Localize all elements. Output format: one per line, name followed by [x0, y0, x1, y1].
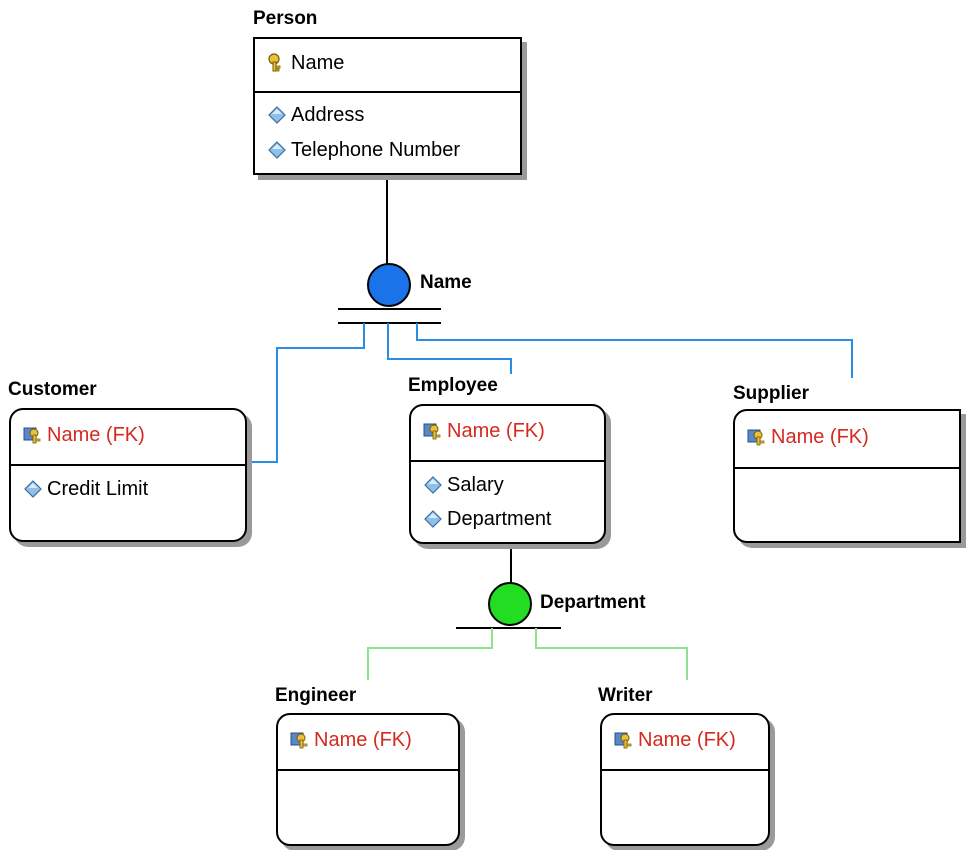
- person-attribute-label: Telephone Number: [291, 138, 460, 161]
- department-discriminator-label: Department: [540, 592, 646, 613]
- supplier-entity[interactable]: Name (FK): [733, 409, 961, 543]
- engineer-entity[interactable]: Name (FK): [276, 713, 460, 846]
- foreign-key-icon: [423, 421, 443, 441]
- connector-name-to-customer: [247, 323, 365, 463]
- employee-attribute-row[interactable]: Salary: [423, 470, 504, 500]
- person-entity[interactable]: Name Address Telephone Number: [253, 37, 522, 175]
- person-attribute-row[interactable]: Telephone Number: [267, 135, 460, 165]
- attribute-diamond-icon: [423, 509, 443, 529]
- customer-entity[interactable]: Name (FK) Credit Limit: [9, 408, 247, 542]
- employee-entity-title: Employee: [408, 375, 498, 396]
- customer-attribute-row[interactable]: Credit Limit: [23, 474, 148, 504]
- writer-entity[interactable]: Name (FK): [600, 713, 770, 846]
- customer-key-row[interactable]: Name (FK): [23, 420, 145, 450]
- foreign-key-icon: [23, 425, 43, 445]
- attribute-diamond-icon: [267, 105, 287, 125]
- person-attribute-row[interactable]: Address: [267, 100, 364, 130]
- engineer-key-label: Name (FK): [314, 728, 412, 751]
- supplier-key-label: Name (FK): [771, 425, 869, 448]
- supplier-entity-title: Supplier: [733, 383, 810, 404]
- writer-key-row[interactable]: Name (FK): [614, 725, 736, 755]
- writer-attributes-section: [602, 771, 768, 846]
- connector-department-to-engineer: [367, 628, 493, 680]
- connector-department-to-writer: [535, 628, 688, 680]
- attribute-diamond-icon: [23, 479, 43, 499]
- customer-entity-title: Customer: [8, 379, 97, 400]
- foreign-key-icon: [747, 427, 767, 447]
- engineer-entity-title: Engineer: [275, 685, 357, 706]
- foreign-key-icon: [290, 730, 310, 750]
- connector-name-to-supplier: [416, 323, 853, 378]
- employee-entity[interactable]: Name (FK) Salary Department: [409, 404, 606, 544]
- customer-attribute-label: Credit Limit: [47, 477, 149, 500]
- writer-key-label: Name (FK): [638, 728, 736, 751]
- primary-key-icon: [267, 53, 287, 73]
- writer-entity-title: Writer: [598, 685, 653, 706]
- connector-name-to-employee: [387, 323, 512, 374]
- person-entity-title: Person: [253, 8, 318, 29]
- department-discriminator-circle[interactable]: [488, 582, 532, 626]
- employee-attribute-label: Department: [447, 507, 552, 530]
- engineer-key-row[interactable]: Name (FK): [290, 725, 412, 755]
- employee-attribute-label: Salary: [447, 473, 504, 496]
- person-key-label: Name: [291, 51, 345, 74]
- supplier-attributes-section: [735, 469, 959, 543]
- name-discriminator-circle[interactable]: [367, 263, 411, 307]
- supplier-key-row[interactable]: Name (FK): [747, 422, 869, 452]
- employee-key-row[interactable]: Name (FK): [423, 416, 545, 446]
- name-discriminator-label: Name: [420, 272, 472, 293]
- employee-key-label: Name (FK): [447, 419, 545, 442]
- person-attribute-label: Address: [291, 103, 365, 126]
- customer-key-label: Name (FK): [47, 423, 145, 446]
- attribute-diamond-icon: [267, 140, 287, 160]
- person-key-row[interactable]: Name: [267, 48, 344, 78]
- attribute-diamond-icon: [423, 475, 443, 495]
- employee-attribute-row[interactable]: Department: [423, 504, 552, 534]
- engineer-attributes-section: [278, 771, 458, 846]
- foreign-key-icon: [614, 730, 634, 750]
